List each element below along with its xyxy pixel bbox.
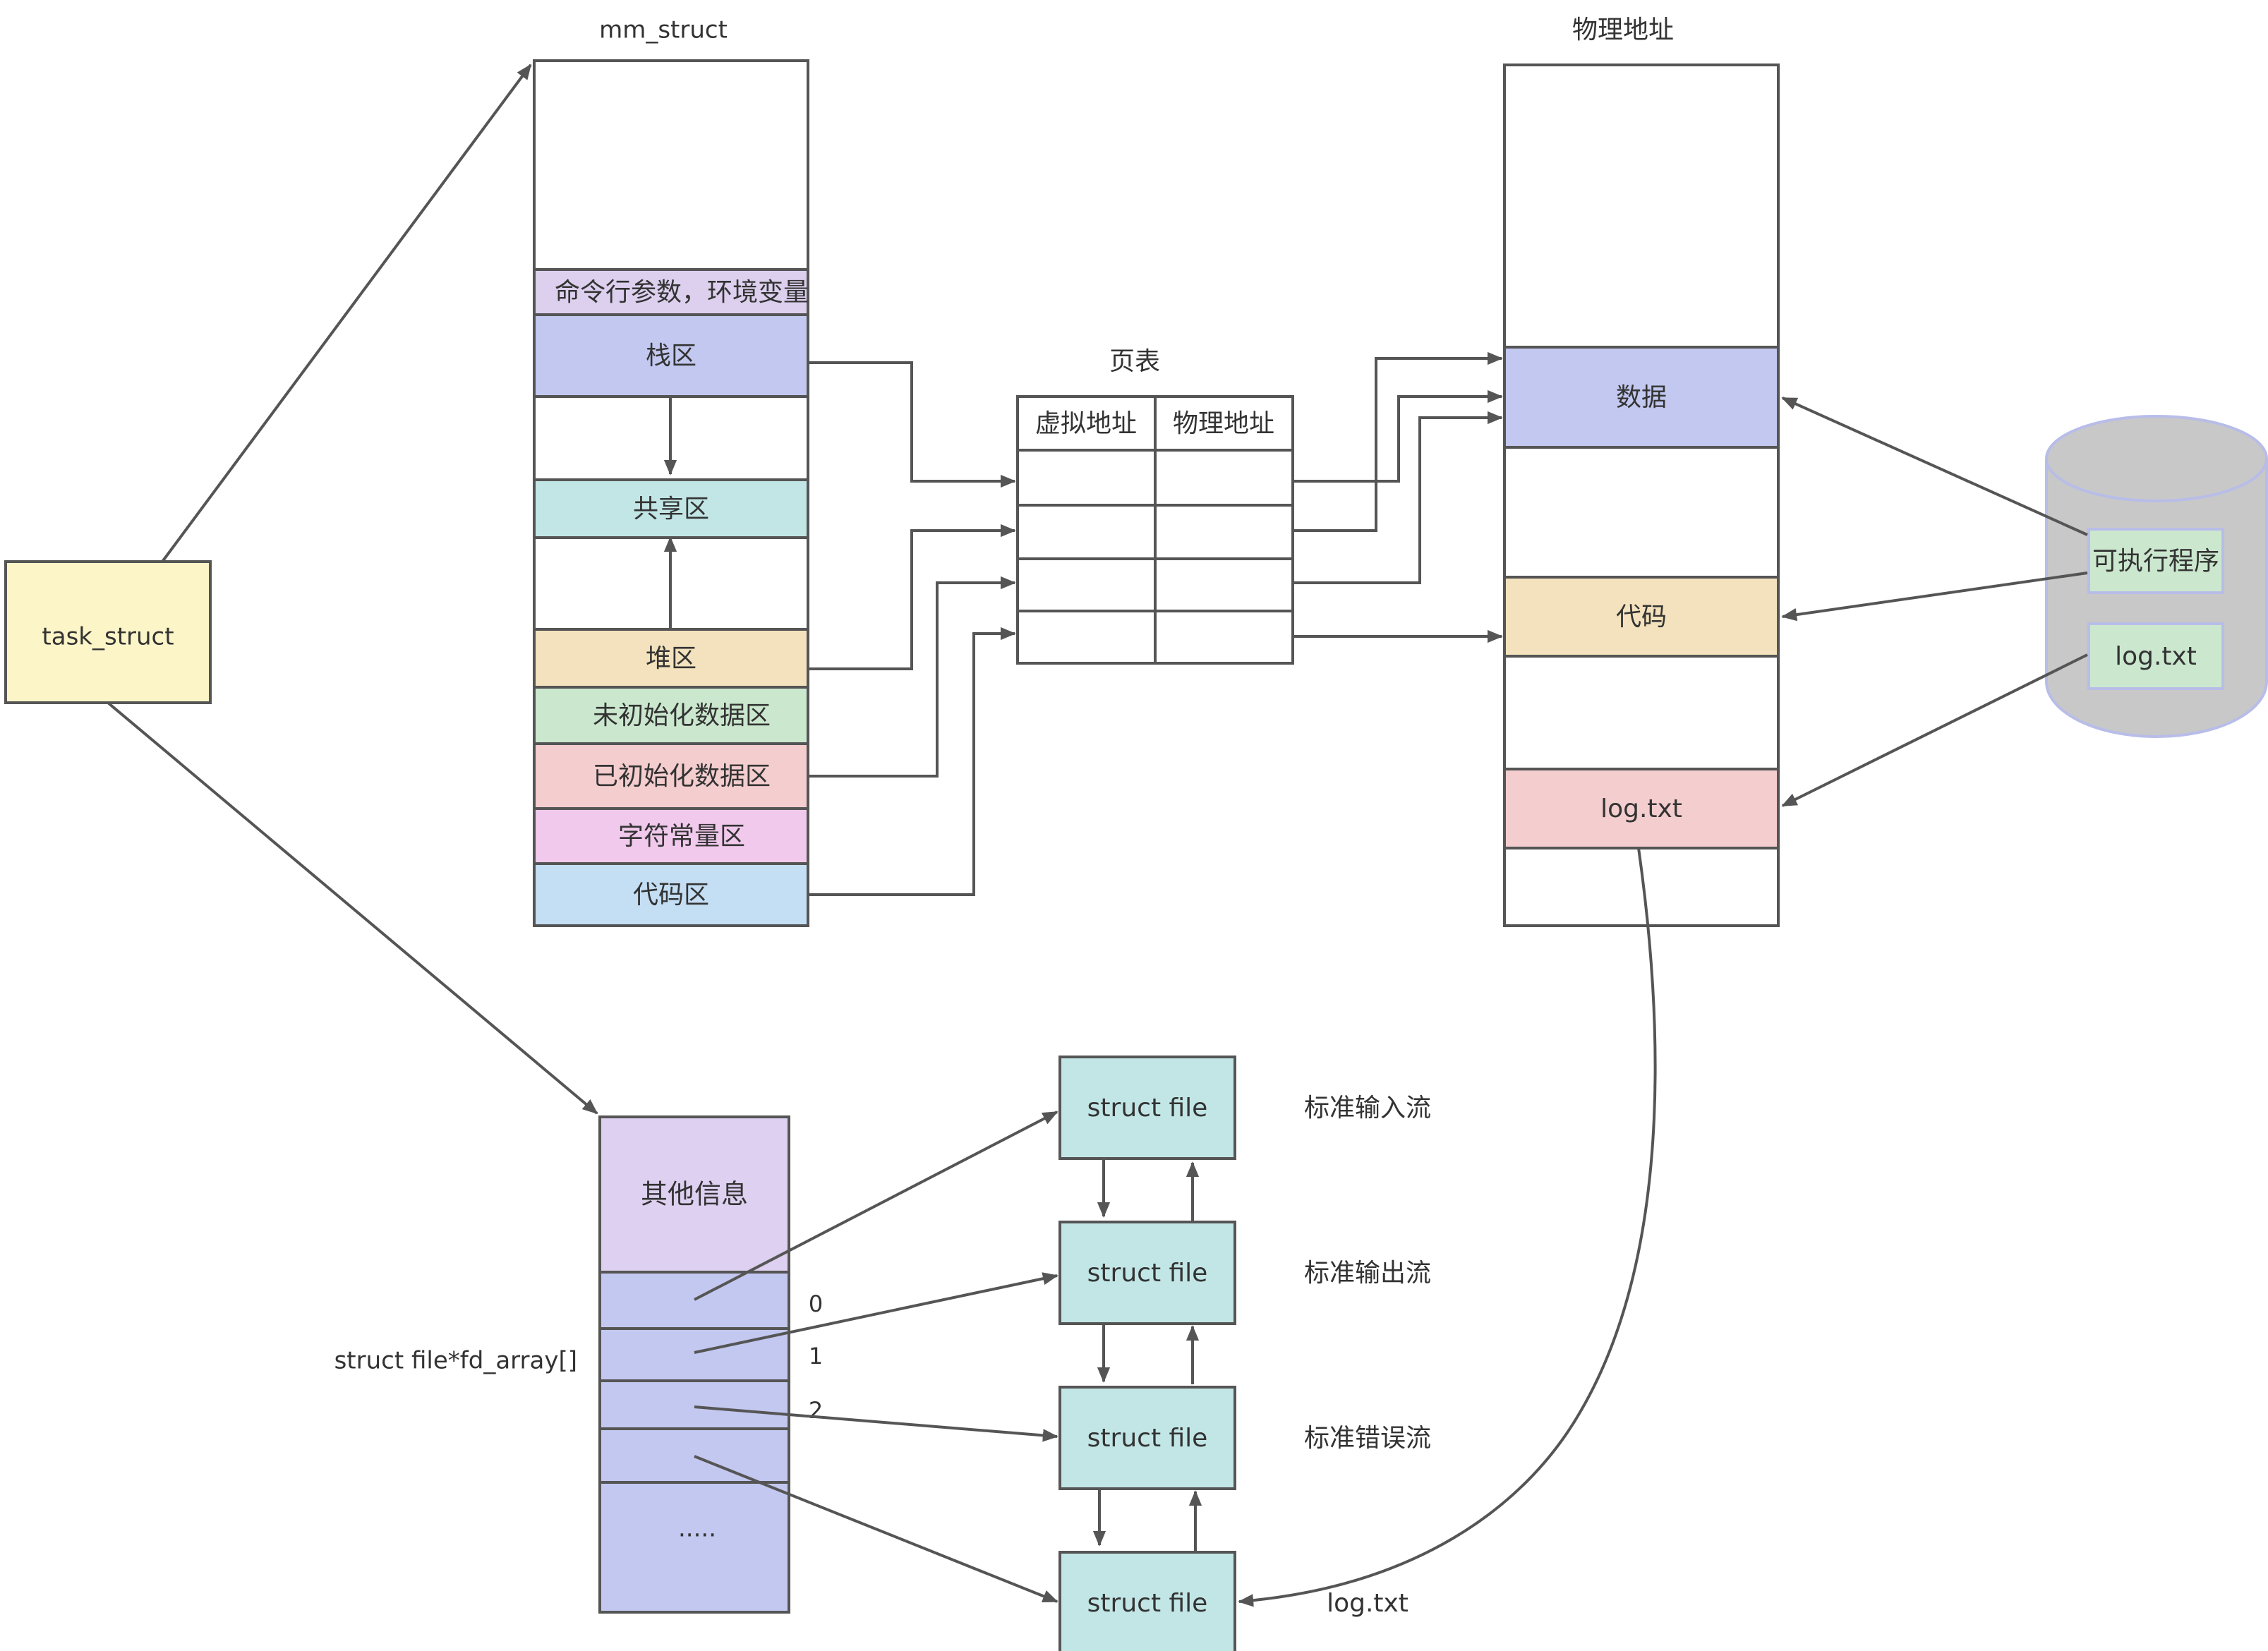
arrow-fd1-to-file: [694, 1272, 1058, 1354]
fd-array-label: struct file*fd_array[]: [334, 1347, 577, 1375]
mm-region-args: [533, 268, 809, 316]
fd-ellipsis: .....: [678, 1515, 716, 1543]
arrow-exe-to-data: [1781, 397, 2088, 536]
arrow-task-to-fd: [107, 701, 598, 1115]
phys-block-code: [1503, 576, 1780, 658]
disk-item-exe: [2087, 528, 2224, 594]
arrow-pagetable-to-phys-data-2: [1293, 351, 1503, 532]
disk-item-log: [2087, 622, 2224, 690]
phys-block-label: 数据: [1616, 383, 1667, 412]
mm-region-label: 未初始化数据区: [593, 701, 771, 730]
page-table-virtual-header: 虚拟地址: [1035, 409, 1137, 438]
arrow-pagetable-to-phys-data-3: [1293, 411, 1503, 584]
mm-region-text: [533, 862, 809, 927]
arrow-fd3-to-file: [694, 1455, 1058, 1603]
stream-label: 标准输入流: [1304, 1094, 1431, 1123]
fd-other-info-block: [598, 1115, 790, 1274]
struct-file-box: [1058, 1551, 1236, 1651]
phys-block-data: [1503, 346, 1780, 449]
arrow-phys-log-to-file: [1238, 847, 1657, 1607]
mm-region-data: [533, 742, 809, 810]
page-table-physical-header: 物理地址: [1173, 409, 1274, 438]
phys-block-log: [1503, 768, 1780, 849]
task-struct-box: [4, 560, 212, 704]
arrow-task-to-mm: [161, 64, 532, 563]
disk-items: 可执行程序 log.txt: [2087, 528, 2224, 690]
fd-other-info-label: 其他信息: [641, 1179, 748, 1210]
fd-slot-0: [598, 1271, 790, 1330]
mm-region-label: 堆区: [646, 644, 696, 673]
struct-file-box: [1058, 1221, 1236, 1325]
mm-struct-node: mm_struct 命令行参数，环境变量栈区共享区堆区未初始化数据区已初始化数据…: [533, 16, 809, 927]
struct-file-list: struct file 标准输入流 struct file 标准输出流 struct f…: [1058, 1056, 1431, 1651]
fd-rest-block: [598, 1481, 790, 1614]
mm-region-stack: [533, 313, 809, 398]
page-table: 页表 虚拟地址 物理地址: [1016, 347, 1294, 665]
mm-region-label: 字符常量区: [618, 822, 745, 851]
physical-memory-title: 物理地址: [1572, 16, 1674, 44]
struct-file-box: [1058, 1386, 1236, 1490]
fd-slot-3: [598, 1427, 790, 1484]
fd-slot-1: [598, 1327, 790, 1382]
arrow-stack-to-pagetable: [808, 361, 1016, 488]
struct-file-label: struct file: [1087, 1589, 1208, 1618]
fd-array: struct file*fd_array[] 其他信息 ..... 0 1 2: [334, 1115, 823, 1614]
disk-item-label: log.txt: [2115, 642, 2197, 671]
phys-block-label: 代码: [1616, 603, 1667, 631]
struct-file-label: struct file: [1087, 1259, 1208, 1288]
disk-top: [2045, 415, 2268, 502]
mm-region-label: 栈区: [646, 341, 696, 370]
fd-slot-2: [598, 1379, 790, 1430]
struct-file-label: struct file: [1087, 1424, 1208, 1453]
arrow-fd0-to-file: [694, 1111, 1058, 1301]
mm-region-label: 共享区: [633, 495, 709, 524]
connectors: [107, 64, 2088, 1607]
struct-file-label: struct file: [1087, 1094, 1208, 1123]
stream-label: log.txt: [1327, 1589, 1409, 1618]
arrow-data-to-pagetable: [808, 576, 1016, 778]
task-struct-label: task_struct: [42, 623, 174, 651]
phys-block-label: log.txt: [1600, 794, 1682, 823]
mm-region-label: 已初始化数据区: [593, 762, 771, 791]
fd-index-2: 2: [809, 1397, 823, 1424]
disk-cylinder: 可执行程序 log.txt: [2045, 415, 2268, 738]
arrow-heap-to-pagetable: [808, 524, 1016, 670]
fd-index-1: 1: [809, 1343, 823, 1369]
mm-region-label: 代码区: [633, 881, 709, 909]
mm-region-label: 命令行参数，环境变量: [555, 278, 809, 307]
fd-index-0: 0: [809, 1290, 823, 1317]
arrow-pagetable-to-phys-data-1: [1293, 389, 1503, 483]
arrow-fd2-to-file: [694, 1405, 1058, 1442]
mm-struct-title: mm_struct: [599, 16, 728, 44]
disk-item-label: 可执行程序: [2092, 547, 2219, 576]
stream-label: 标准错误流: [1304, 1424, 1431, 1453]
stream-label: 标准输出流: [1304, 1259, 1431, 1288]
arrow-code-to-pagetable: [808, 627, 1016, 896]
struct-file-box: [1058, 1056, 1236, 1160]
task-struct-node: task_struct: [4, 560, 212, 704]
arrow-exe-to-code: [1781, 572, 2088, 622]
page-table-title: 页表: [1109, 347, 1160, 376]
arrow-log-to-phys-log: [1781, 653, 2088, 807]
